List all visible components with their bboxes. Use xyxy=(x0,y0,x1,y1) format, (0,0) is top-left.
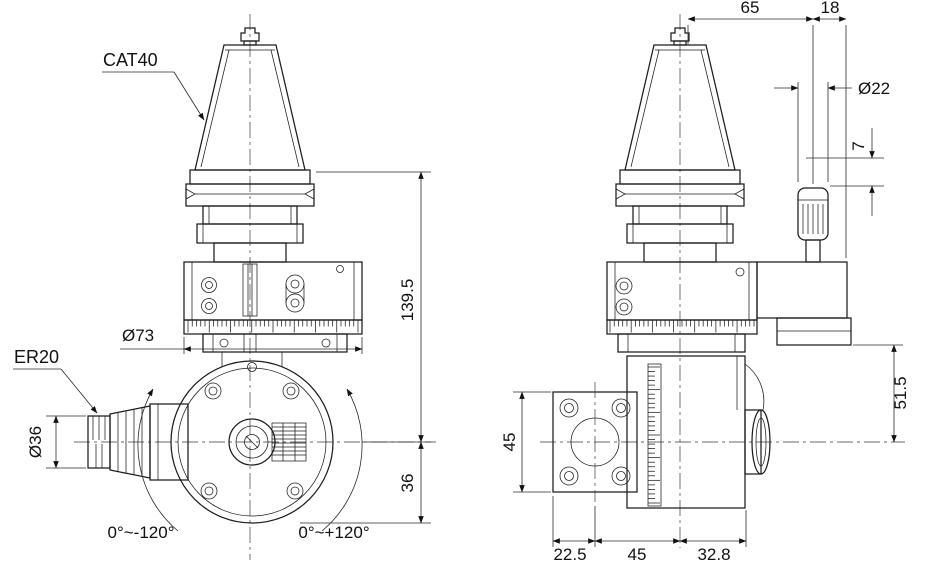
dim-label-65: 65 xyxy=(741,0,760,17)
side-angle-head xyxy=(552,355,771,509)
dim-label-7: 7 xyxy=(849,141,868,150)
dim-label-45-width: 45 xyxy=(628,545,647,564)
front-graduation-ring xyxy=(183,319,363,335)
side-body-block xyxy=(606,187,848,321)
side-graduation-ring xyxy=(606,317,852,346)
front-view: CAT40 ER20 Ø36 Ø73 139.5 36 0°~-120° 0°~ xyxy=(13,14,436,560)
clamp-knob xyxy=(797,187,829,241)
er20-label: ER20 xyxy=(14,347,59,367)
side-dimensions: 65 18 Ø22 7 51.5 45 22.5 xyxy=(500,0,910,564)
front-er20-spindle xyxy=(87,403,189,481)
dim-label-51-5: 51.5 xyxy=(891,376,910,409)
angle-range-positive-label: 0°~+120° xyxy=(298,523,369,542)
dim-label-36: 36 xyxy=(398,474,417,493)
front-swing-range-arcs xyxy=(137,388,363,532)
cat40-label: CAT40 xyxy=(103,50,158,70)
angle-range-negative-label: 0°~-120° xyxy=(107,523,174,542)
clamp-arm xyxy=(756,261,848,319)
pointer-block xyxy=(776,317,852,346)
dim-label-dia36: Ø36 xyxy=(26,426,45,458)
dim-label-dia22: Ø22 xyxy=(858,79,890,98)
dim-label-18: 18 xyxy=(821,0,840,17)
dim-label-22-5: 22.5 xyxy=(553,545,586,564)
side-view: 65 18 Ø22 7 51.5 45 22.5 xyxy=(500,0,910,564)
dim-label-45-flange: 45 xyxy=(500,433,519,452)
dim-label-139-5: 139.5 xyxy=(398,279,417,322)
dim-label-32-8: 32.8 xyxy=(697,545,730,564)
dim-label-dia73: Ø73 xyxy=(122,326,154,345)
front-lower-flange xyxy=(202,333,348,367)
front-body-block xyxy=(183,261,363,321)
side-lower-flange xyxy=(617,333,746,353)
front-dimensions: CAT40 ER20 Ø36 Ø73 139.5 36 0°~-120° 0°~ xyxy=(13,50,431,542)
front-angle-head xyxy=(170,360,334,524)
